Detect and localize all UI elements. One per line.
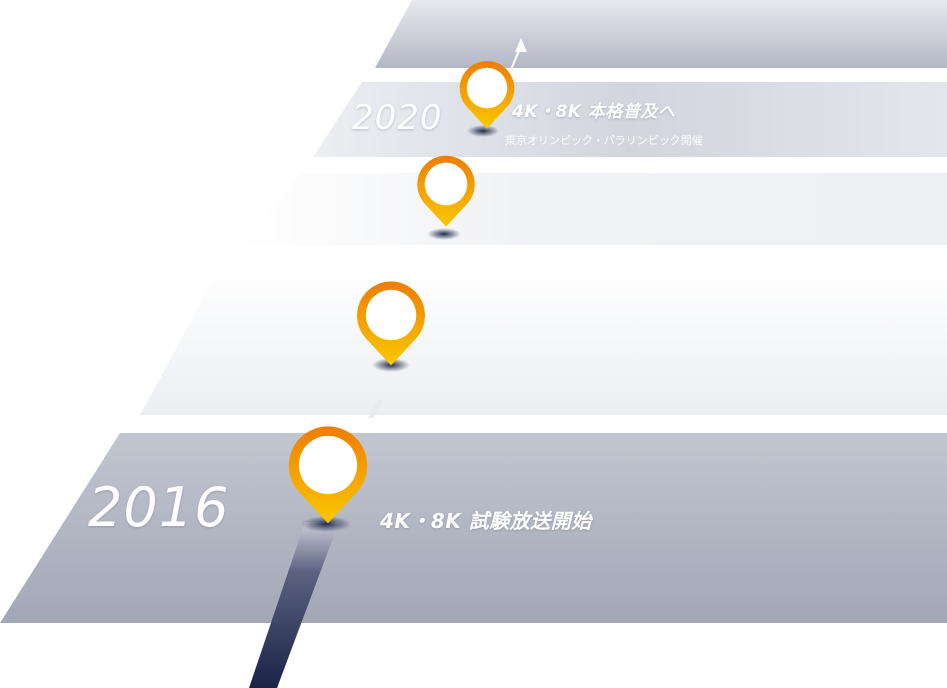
band-2016	[0, 433, 947, 623]
event-label-2020: 4K・8K 本格普及へ	[512, 102, 676, 122]
pin-shadow	[467, 125, 499, 137]
year-label-2016: 2016	[88, 476, 230, 539]
event-sublabel-2020: 東京オリンピック・パラリンピック開催	[505, 134, 703, 147]
pin-shadow	[427, 228, 461, 240]
year-label-2020: 2020	[352, 98, 443, 138]
arrow-up-icon	[515, 38, 527, 52]
event-label-2016: 4K・8K 試験放送開始	[380, 509, 592, 533]
map-pin-icon	[288, 426, 368, 524]
timeline-line	[249, 522, 339, 688]
band-mid-1	[240, 173, 947, 245]
map-pin-icon	[459, 61, 515, 129]
band-mid-2	[140, 268, 947, 415]
pin-shadow	[301, 516, 351, 532]
band-top	[375, 0, 947, 68]
map-pin-icon	[417, 155, 475, 227]
timeline-line-upper	[368, 400, 384, 418]
map-pin-icon	[357, 281, 425, 366]
